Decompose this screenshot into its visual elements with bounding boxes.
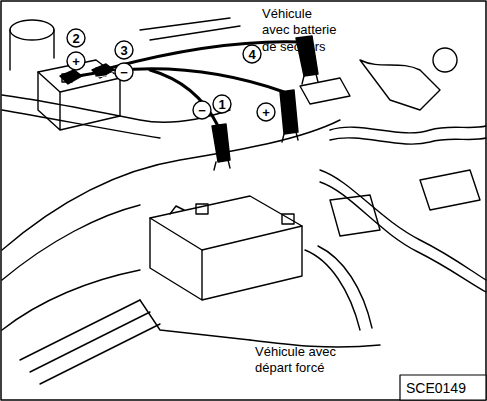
polarity-sign: + — [262, 106, 270, 119]
callout-number: 4 — [248, 48, 255, 61]
vehicle-caption: Véhicule avec départ forcé — [255, 344, 343, 377]
callout-number: 1 — [218, 98, 225, 111]
polarity-sign: − — [198, 104, 206, 117]
callout-number: 3 — [120, 44, 127, 57]
callout-number: 2 — [72, 32, 79, 45]
polarity-sign: − — [120, 66, 128, 79]
vehicle-caption: Véhicule avec batterie de secours — [262, 6, 342, 55]
figure-code: SCE0149 — [406, 380, 466, 398]
polarity-sign: + — [72, 55, 80, 68]
